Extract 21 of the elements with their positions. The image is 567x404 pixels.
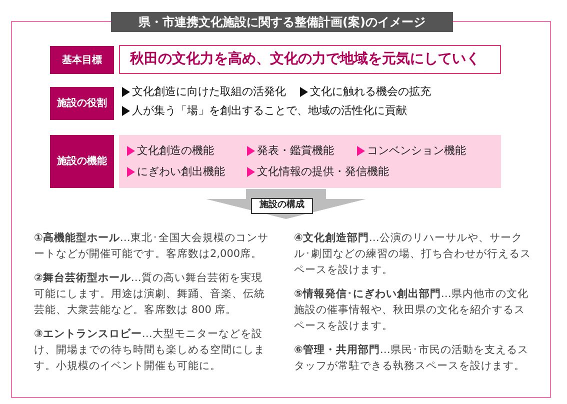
function-item: にぎわい創出機能 — [137, 164, 225, 180]
functions-panel — [119, 135, 501, 188]
category-tag: 施設の機能 — [50, 135, 114, 188]
description-paragraph: ③エントランスロビー…大型モニターなどを設け、開場までの待ち時間も楽しめる空間にします。小規模のイベント開催も可能に。 — [34, 327, 266, 374]
description-paragraph: ①高機能型ホール…東北･全国大会規模のコンサートなどが開催可能です。客席数は2,000席。 — [34, 230, 270, 262]
title-banner: 県・市連携文化施設に関する整備計画(案)のイメージ — [111, 12, 453, 32]
function-item: 文化創造の機能 — [137, 143, 214, 159]
role-item: 文化に触れる機会の拡充 — [310, 84, 431, 100]
function-item: 文化情報の提供・発信機能 — [257, 164, 389, 180]
description-paragraph: ④文化創造部門…公演のリハーサルや、サークル･劇団などの練習の場、打ち合わせが行えるスペースを設けます。 — [294, 231, 532, 278]
description-paragraph: ②舞台芸術型ホール…質の高い舞台芸術を実現可能にします。用途は演劇、舞踊、音楽、伝統芸能、大衆芸能など。客席数は 800 席。 — [34, 271, 266, 318]
function-item: コンベンション機能 — [367, 143, 466, 159]
role-item: 文化創造に向けた取組の活発化 — [132, 84, 286, 100]
description-paragraph: ⑥管理・共用部門…県民･市民の活動を支えるスタッフが常駐できる執務スペースを設けます。 — [294, 343, 530, 374]
section-tag: 施設の構成 — [251, 198, 313, 214]
function-item: 発表・鑑賞機能 — [257, 143, 334, 159]
goal-box: 秋田の文化力を高め、文化の力で地域を元気にしていく — [119, 45, 501, 74]
category-tag: 基本目標 — [50, 46, 114, 74]
description-paragraph: ⑤情報発信･にぎわい創出部門…県内他市の文化施設の催事情報や、秋田県の文化を紹介するスペースを設けます。 — [294, 287, 530, 334]
category-tag: 施設の役割 — [50, 87, 114, 120]
role-item: 人が集う「場」を創出することで、地域の活性化に貢献 — [132, 102, 407, 118]
